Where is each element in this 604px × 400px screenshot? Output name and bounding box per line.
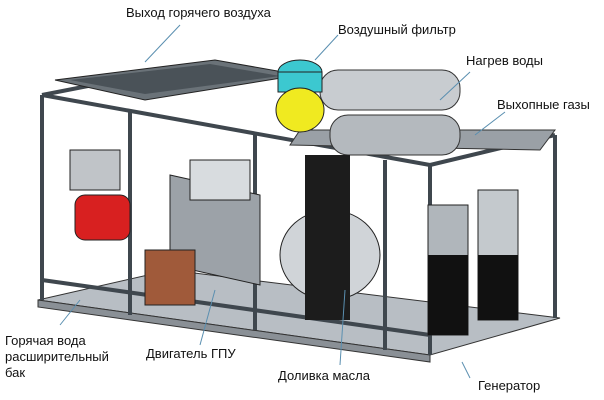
label-hot-water-tank: Горячая вода расширительный бак: [5, 333, 109, 381]
label-line: Горячая вода: [5, 333, 86, 348]
label-engine: Двигатель ГПУ: [146, 346, 236, 361]
label-line: бак: [5, 365, 26, 380]
label-oil-refill: Доливка масла: [278, 368, 370, 383]
label-air-filter: Воздушный фильтр: [338, 22, 456, 37]
label-line: расширительный: [5, 349, 109, 364]
silencer: [319, 69, 461, 111]
expansion-tank: [74, 194, 131, 241]
label-water-heating: Нагрев воды: [466, 53, 543, 68]
oil-tank: [144, 249, 196, 306]
label-generator: Генератор: [478, 378, 541, 393]
label-exhaust-gases: Выхопные газы: [497, 97, 590, 112]
label-hot-air-outlet: Выход горячего воздуха: [126, 5, 271, 20]
leader-lines: [59, 24, 506, 379]
air-filter-yellow: [275, 87, 325, 133]
heat-exchanger: [329, 114, 461, 156]
